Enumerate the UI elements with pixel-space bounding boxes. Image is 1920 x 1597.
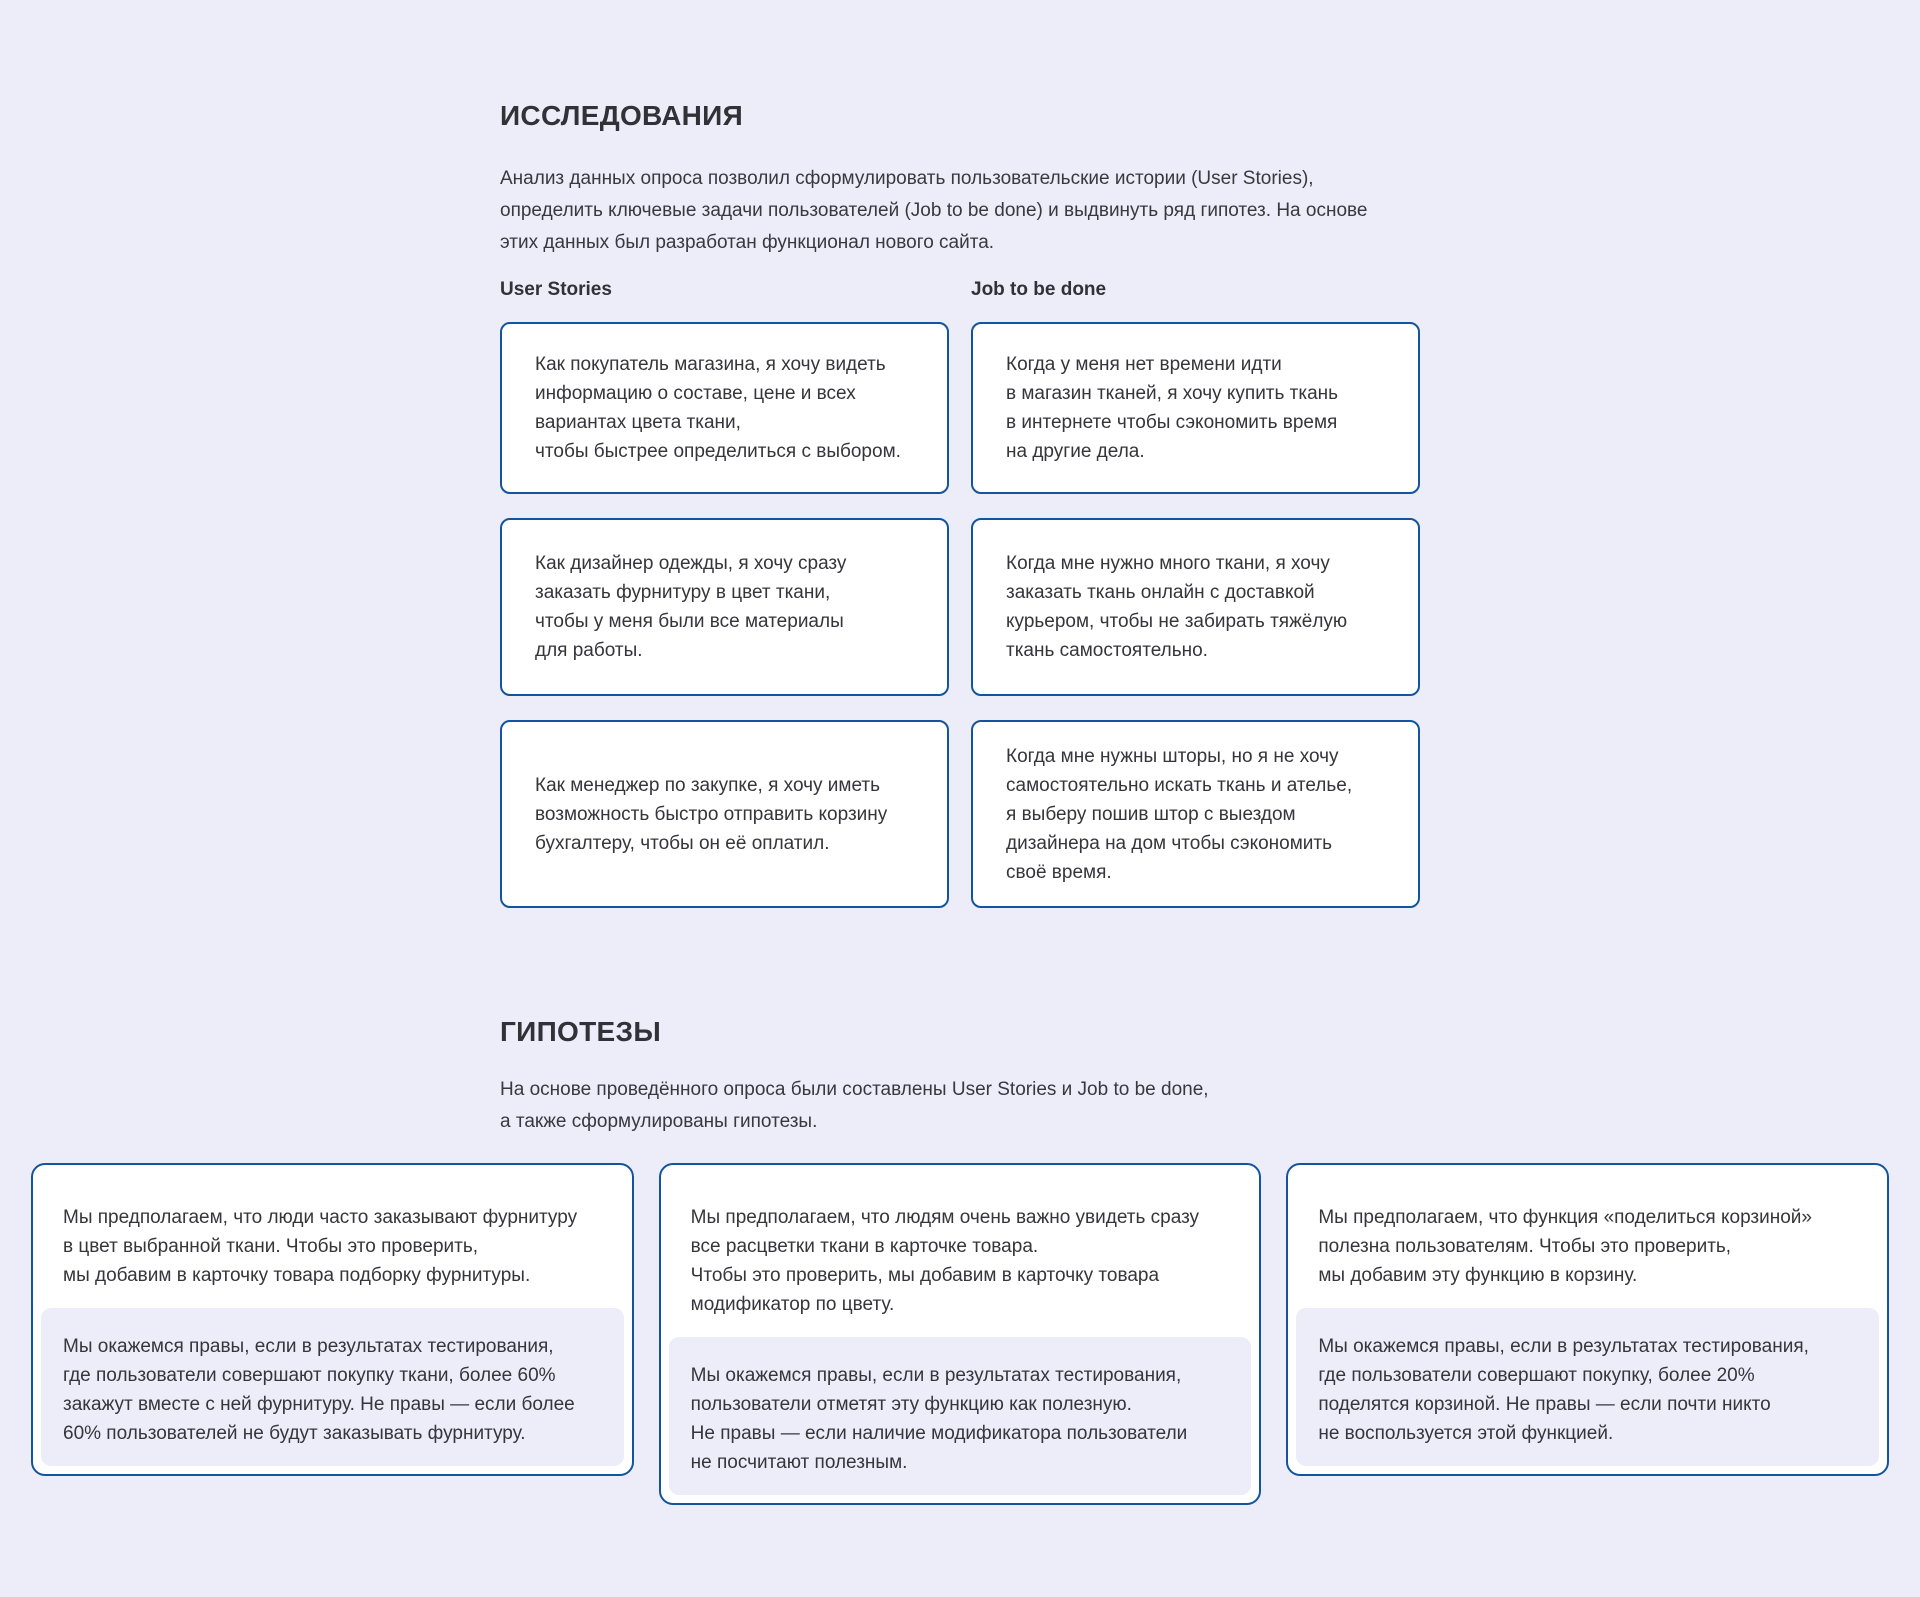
user-story-card-text: Как дизайнер одежды, я хочу сразу заказа… [535,553,847,661]
research-description: Анализ данных опроса позволил сформулиро… [500,168,1368,253]
user-story-card-text: Как покупатель магазина, я хочу видеть и… [535,354,901,462]
job-to-be-done-column-header: Job to be done [971,279,1107,300]
user-story-card-1: Как покупатель магазина, я хочу видеть и… [500,322,949,494]
user-story-card-3: Как менеджер по закупке, я хочу иметь во… [500,720,949,908]
hypothesis-assumption: Мы предполагаем, что функция «поделиться… [1318,1207,1812,1286]
hypotheses-description: На основе проведённого опроса были соста… [500,1079,1209,1132]
hypothesis-validation: Мы окажемся правы, если в результатах те… [1296,1308,1880,1466]
hypothesis-validation: Мы окажемся правы, если в результатах те… [668,1337,1252,1495]
research-section: ИССЛЕДОВАНИЯ Анализ данных опроса позвол… [500,100,1430,908]
job-card-text: Когда мне нужны шторы, но я не хочу само… [1006,745,1353,883]
hypothesis-validation: Мы окажемся правы, если в результатах те… [41,1308,624,1466]
hypothesis-card-1: Мы предполагаем, что люди часто заказыва… [31,1163,634,1476]
hypothesis-assumption: Мы предполагаем, что людям очень важно у… [690,1207,1200,1315]
hypothesis-card-2: Мы предполагаем, что людям очень важно у… [658,1163,1262,1505]
job-card-text: Когда у меня нет времени идти в магазин … [1006,354,1339,462]
hypotheses-section-header: ГИПОТЕЗЫ На основе проведённого опроса б… [500,1016,1430,1138]
job-card-3: Когда мне нужны шторы, но я не хочу само… [971,720,1420,908]
job-card-2: Когда мне нужно много ткани, я хочу зака… [971,518,1420,696]
user-stories-column-header: User Stories [500,279,612,300]
job-card-1: Когда у меня нет времени идти в магазин … [971,322,1420,494]
hypotheses-cards-row: Мы предполагаем, что люди часто заказыва… [31,1163,1890,1505]
research-cards-grid: Как покупатель магазина, я хочу видеть и… [500,322,1430,908]
card-column-headers: User Stories Job to be done [500,278,1430,302]
user-story-card-2: Как дизайнер одежды, я хочу сразу заказа… [500,518,949,696]
hypothesis-assumption: Мы предполагаем, что люди часто заказыва… [63,1207,578,1286]
hypotheses-title: ГИПОТЕЗЫ [500,1016,662,1047]
hypothesis-card-3: Мы предполагаем, что функция «поделиться… [1286,1163,1890,1476]
user-story-card-text: Как менеджер по закупке, я хочу иметь во… [535,774,888,854]
job-card-text: Когда мне нужно много ткани, я хочу зака… [1006,553,1348,661]
research-title: ИССЛЕДОВАНИЯ [500,100,744,131]
